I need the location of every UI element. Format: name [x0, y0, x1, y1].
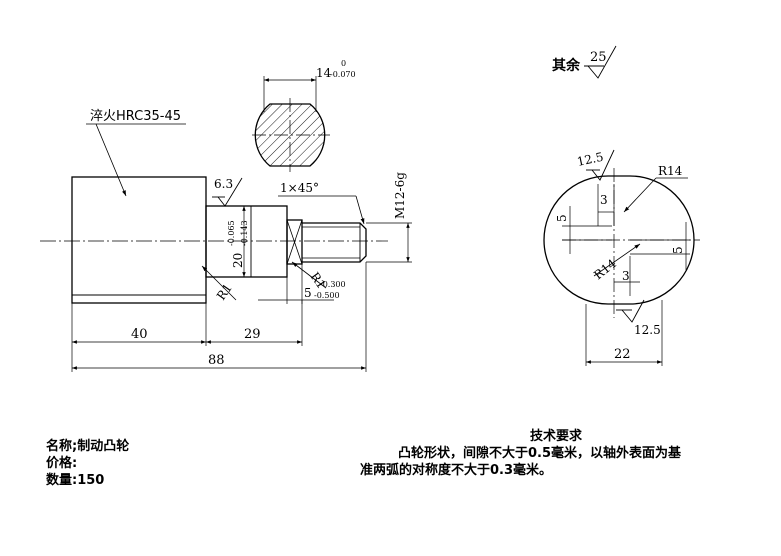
roughness-symbol-63	[217, 177, 243, 207]
roughness-25-value: 25	[590, 50, 607, 65]
height-left-value: 5	[555, 214, 569, 222]
hardening-note: 淬火HRC35-45	[90, 109, 181, 124]
fillet-right-leader	[291, 261, 327, 289]
cam-profile	[543, 175, 695, 305]
requirements-line-1: 凸轮形状，间隙不大于0.5毫米，以轴外表面为基	[398, 446, 682, 461]
thread-end	[302, 222, 367, 263]
roughness-63-value: 6.3	[214, 177, 233, 191]
len29-value: 29	[244, 327, 261, 342]
roughness-125-bottom-value: 12.5	[634, 323, 661, 337]
requirements-title: 技术要求	[530, 429, 583, 444]
part-info: 名称;制动凸轮 价格: 数量:150	[46, 438, 129, 489]
r14-bottom-label: R14	[591, 256, 619, 282]
groove-tol-upper: -0.300	[320, 280, 346, 289]
other-surfaces-label: 其余	[552, 57, 581, 74]
dia20-value: 20	[231, 253, 245, 268]
roughness-125-top-symbol	[591, 149, 615, 181]
hardening-leader	[95, 123, 127, 197]
technical-requirements: 技术要求 凸轮形状，间隙不大于0.5毫米，以轴外表面为基 准两弧的对称度不大于0…	[360, 428, 770, 479]
groove-value: 5	[304, 286, 312, 300]
width22-value: 22	[614, 347, 631, 362]
chamfer-label: 1×45°	[280, 181, 319, 195]
fillet-left-leader	[201, 265, 237, 301]
cam-body	[71, 176, 207, 304]
dia20-tol-lower: -0.143	[240, 220, 249, 246]
roughness-125-top-value: 12.5	[576, 150, 605, 169]
height-right-value: 5	[671, 246, 685, 254]
part-name: 名称;制动凸轮	[46, 439, 130, 454]
section-view: 14 0 -0.070	[252, 59, 356, 172]
other-roughness-note: 其余 25	[552, 45, 617, 79]
fillet-left-label: R1	[214, 281, 235, 303]
r14-bottom-leader	[593, 243, 641, 277]
len40-value: 40	[131, 327, 148, 342]
requirements-line-2: 准两弧的对称度不大于0.3毫米。	[360, 463, 553, 478]
groove-tol-lower: -0.500	[314, 291, 340, 300]
r14-top-label: R14	[658, 164, 683, 178]
r14-top-leader	[623, 177, 657, 213]
roughness-25-symbol	[587, 45, 617, 79]
offset-top-value: 3	[600, 193, 608, 207]
part-quantity: 数量:150	[46, 473, 105, 488]
section-width-tol-upper: 0	[341, 59, 346, 68]
chamfer-leader	[355, 195, 365, 225]
part-price: 价格:	[46, 456, 78, 471]
front-view: 淬火HRC35-45 6.3 1×45° M12-6g 20 -0.065 -0…	[40, 109, 412, 372]
section-width-value: 14	[316, 66, 332, 80]
roughness-125-bottom-symbol	[621, 299, 645, 323]
thread-label: M12-6g	[393, 172, 407, 219]
section-width-tol-lower: -0.070	[330, 70, 356, 79]
dia20-tol-upper: -0.065	[227, 220, 236, 246]
cam-end-view: 12.5 R14 3 5 5 3 R14 12.5	[543, 149, 700, 366]
groove-cross-2	[286, 219, 303, 265]
len88-value: 88	[208, 353, 225, 368]
section-profile	[254, 103, 326, 167]
offset-bottom-value: 3	[622, 269, 630, 283]
